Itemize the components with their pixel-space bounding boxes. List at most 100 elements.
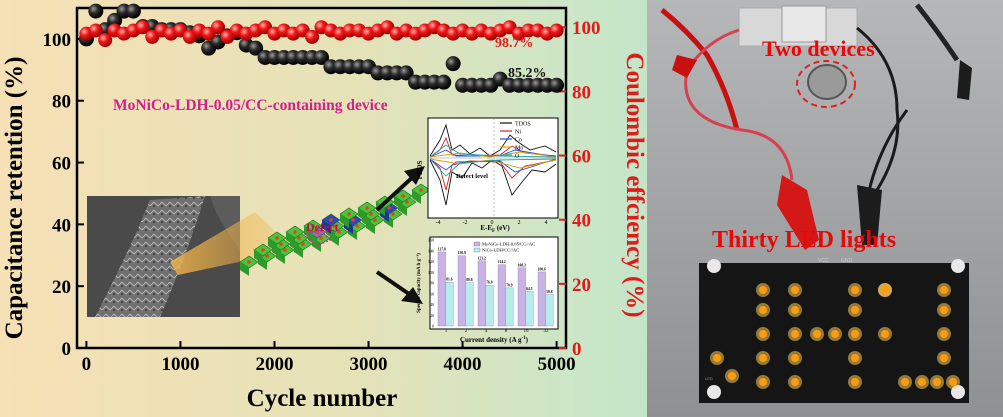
led-light (813, 330, 821, 338)
capacity-bar (485, 284, 494, 327)
oxygen-atom (311, 224, 315, 228)
oxygen-atom (301, 242, 305, 246)
oxygen-atom (419, 188, 423, 192)
oxygen-atom (275, 236, 279, 240)
led-light (918, 378, 926, 386)
bar-category-label: 16 (524, 329, 530, 334)
y-left-tick-label: 100 (43, 30, 72, 51)
efficiency-point (211, 20, 226, 35)
led-light (851, 354, 859, 362)
oxygen-atom (405, 200, 409, 204)
pdos-legend-label: TDOS (515, 122, 531, 128)
defect-marker (303, 229, 332, 247)
defect-label: Defect (306, 220, 339, 234)
oxygen-atom (265, 254, 269, 258)
capacity-bar (517, 267, 526, 327)
y-axis-right-label: Coulombic effciency (%) (621, 52, 647, 317)
led-light (791, 330, 799, 338)
pdos-curve-down (429, 158, 557, 169)
pdos-x-tick-label: 2 (518, 220, 521, 226)
crystal-structure (239, 183, 431, 276)
black-final-label: 85.2% (508, 66, 547, 81)
device-photo: VCC GND LED Two devices Thirty LED light… (647, 0, 1003, 417)
oxygen-atom (365, 206, 369, 210)
pdos-legend-label: Ni (515, 130, 521, 136)
efficiency-point (305, 29, 320, 44)
pdos-curve-up (429, 151, 557, 158)
thirty-led-label: Thirty LED lights (712, 227, 896, 253)
bar-ylabel: Specific capacity (mA h g⁻¹) (416, 253, 422, 313)
bar-y-tick-label: 120 (428, 259, 434, 264)
bar-category-label: 8 (505, 329, 508, 334)
octahedron-side (268, 238, 277, 252)
octahedron-side (340, 214, 349, 228)
oxygen-atom (283, 248, 287, 252)
efficiency-point (88, 23, 103, 38)
bar-value-label: 70.9 (506, 283, 512, 287)
octahedron-side (240, 262, 249, 276)
pdos-defect-annotation: Defect level (456, 173, 488, 180)
bar-category-label: 2 (465, 329, 468, 334)
led-light (791, 286, 799, 294)
pdos-curve-up (429, 149, 557, 158)
oxygen-atom (297, 236, 301, 240)
oxygen-atom (373, 218, 377, 222)
oxygen-atom (279, 242, 283, 246)
led-light (759, 286, 767, 294)
capacity-bar (457, 255, 466, 327)
capacity-bar (545, 294, 554, 327)
y-right-tick-label: 60 (572, 147, 591, 168)
oxygen-atom (347, 212, 351, 216)
bar-y-tick-label: 40 (430, 302, 434, 307)
oxygen-atom (351, 218, 355, 222)
pdos-curve-up (429, 123, 557, 157)
board-gnd: GND (841, 258, 853, 264)
capacity-bar (465, 282, 474, 327)
y-right-tick-label: 80 (572, 82, 591, 103)
capacity-bar (537, 271, 546, 327)
octahedron-side (254, 250, 263, 264)
octahedron-side (358, 208, 367, 222)
led-light (759, 306, 767, 314)
bar-value-label: 76.0 (486, 281, 492, 285)
oxygen-atom (319, 236, 323, 240)
pdos-curve-down (429, 159, 557, 206)
led-light (791, 354, 799, 362)
capacity-bar (437, 251, 446, 327)
capacity-bar (497, 264, 506, 327)
device-annotation: MoNiCo-LDH-0.05/CC-containing device (113, 97, 388, 114)
bar-legend-label: NiCo-LDH/CC//AC (482, 248, 519, 253)
oxygen-atom (333, 224, 337, 228)
x-tick-label: 1000 (161, 354, 199, 375)
led-light (851, 306, 859, 314)
efficiency-point (135, 20, 150, 35)
led-light (949, 378, 957, 386)
x-tick-label: 2000 (255, 354, 293, 375)
pdos-x-tick-label: 0 (491, 220, 494, 226)
capacity-bar (477, 260, 486, 327)
bar-xlabel: Current density (A g-1) (460, 336, 529, 344)
bar-category-label: 32 (544, 329, 550, 334)
led-light (881, 330, 889, 338)
led-light (940, 286, 948, 294)
pdos-legend-label: O (515, 154, 520, 160)
x-tick-label: 0 (82, 354, 92, 375)
oxygen-atom (293, 230, 297, 234)
zoom-fan (170, 212, 295, 275)
oxygen-atom (355, 224, 359, 228)
bar-value-label: 81.6 (446, 278, 452, 282)
bar-value-label: 121.2 (478, 256, 486, 260)
pdos-ylabel: PDOS (416, 161, 424, 180)
y-left-tick-label: 40 (52, 215, 71, 236)
led-light (759, 330, 767, 338)
oxygen-atom (391, 212, 395, 216)
plot-frame (75, 6, 568, 350)
capacity-bar (445, 281, 454, 327)
oxygen-atom (387, 206, 391, 210)
y-right-tick-label: 20 (572, 275, 591, 296)
bar-value-label: 100.6 (538, 267, 546, 271)
led-light (940, 354, 948, 362)
bar-value-label: 80.8 (466, 278, 472, 282)
